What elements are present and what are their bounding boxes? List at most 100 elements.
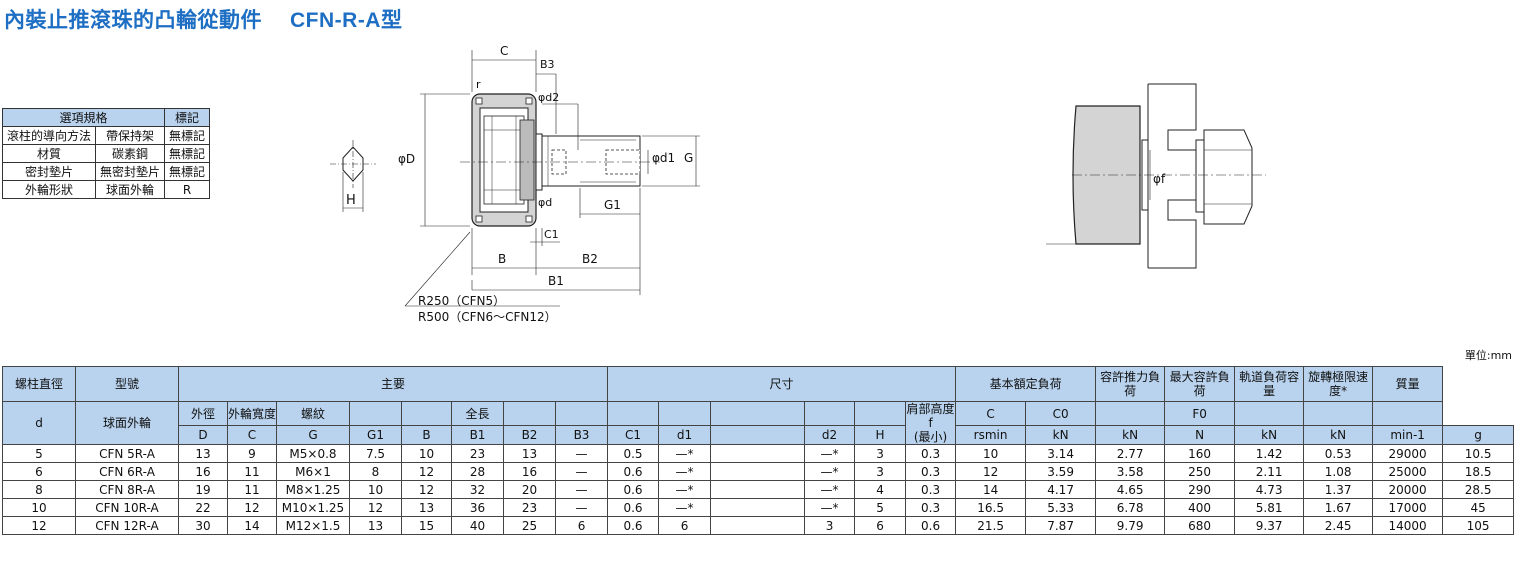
table-cell-blank (710, 480, 806, 499)
th-shaft: 螺柱直徑 (2, 366, 76, 402)
th-F0: F0 (1164, 401, 1236, 426)
th-width: 外輪寬度 (227, 401, 277, 426)
table-cell: M8×1.25 (276, 480, 350, 499)
table-cell: 5 (2, 444, 76, 463)
title-model: CFN-R-A型 (290, 9, 403, 32)
th-sym-kN1: kN (1025, 425, 1097, 445)
table-cell: 16 (503, 462, 556, 481)
table-cell: 3 (854, 444, 907, 463)
label-B1: B1 (548, 274, 564, 288)
technical-drawing: H (330, 44, 1266, 324)
table-cell: 0.6 (607, 516, 660, 535)
th-load: 基本額定負荷 (955, 366, 1097, 402)
table-cell: 25 (503, 516, 556, 535)
table-cell: 11 (227, 480, 277, 499)
th-sym-blank (710, 425, 806, 445)
option-table: 選項規格 標記 滾柱的導向方法帶保持架無標記 材質碳素鋼無標記 密封墊片無密封墊… (1, 108, 211, 199)
th-blank (658, 401, 712, 426)
unit-label: 單位:mm (1464, 349, 1512, 362)
label-C: C (500, 44, 508, 58)
table-cell: 9.79 (1095, 516, 1166, 535)
th-sym-kN2: kN (1095, 425, 1166, 445)
table-cell: 10.5 (1442, 444, 1515, 463)
opt-header-spec: 選項規格 (1, 108, 166, 127)
table-cell: 6.78 (1095, 498, 1166, 517)
table-cell: —* (658, 498, 712, 517)
th-len: 全長 (451, 401, 504, 426)
th-sym-D: D (178, 425, 228, 445)
table-cell: 28 (451, 462, 504, 481)
hex-end-view (330, 140, 376, 212)
th-sym-B: B (401, 425, 452, 445)
opt-cell: 無標記 (164, 144, 211, 163)
table-cell: 10 (955, 444, 1027, 463)
table-cell: 14000 (1372, 516, 1444, 535)
table-cell: 0.3 (905, 444, 957, 463)
table-cell: —* (804, 480, 856, 499)
table-cell: 400 (1164, 498, 1236, 517)
table-cell: M12×1.5 (276, 516, 350, 535)
table-cell: 12 (401, 480, 452, 499)
table-cell: 3.58 (1095, 462, 1166, 481)
table-cell: 1.37 (1303, 480, 1374, 499)
table-cell: 0.3 (905, 480, 957, 499)
table-cell: 3 (804, 516, 856, 535)
table-cell: —* (804, 462, 856, 481)
table-cell: 0.6 (607, 498, 660, 517)
th-C: C (955, 401, 1027, 426)
table-cell: 0.3 (905, 462, 957, 481)
cam-follower-section (460, 93, 660, 227)
opt-cell: R (164, 180, 211, 199)
table-cell: 10 (2, 498, 76, 517)
table-cell: —* (804, 498, 856, 517)
th-thrust: 容許推力負荷 (1095, 366, 1166, 402)
th-sym-min: min-1 (1372, 425, 1444, 445)
dimension-lines (404, 50, 700, 307)
th-max: 最大容許負荷 (1164, 366, 1236, 402)
table-cell: 0.3 (905, 498, 957, 517)
table-cell: 11 (227, 462, 277, 481)
table-cell: 7.5 (349, 444, 402, 463)
label-d1: φd1 (652, 151, 675, 165)
th-speed: 旋轉極限速度* (1303, 366, 1374, 402)
table-cell: 13 (401, 498, 452, 517)
th-blank (710, 401, 806, 426)
table-cell: 5 (854, 498, 907, 517)
th-sym-d2: d2 (804, 425, 856, 445)
table-cell: —* (658, 462, 712, 481)
spec-table: 螺柱直徑 型號 主要 尺寸 基本額定負荷 容許推力負荷 最大容許負荷 軌道負荷容… (2, 366, 1515, 535)
table-cell: CFN 5R-A (75, 444, 179, 463)
table-cell: 3 (854, 462, 907, 481)
table-cell: 12 (349, 498, 402, 517)
table-cell: 2.45 (1303, 516, 1374, 535)
table-cell: 3.59 (1025, 462, 1097, 481)
th-sym-H: H (854, 425, 907, 445)
table-cell: 12 (227, 498, 277, 517)
table-cell-blank (710, 498, 806, 517)
label-r250: R250（CFN5） (418, 294, 505, 308)
table-cell: 1.42 (1234, 444, 1305, 463)
mounting-view (1046, 83, 1266, 269)
table-cell: 18.5 (1442, 462, 1515, 481)
table-cell: 8 (2, 480, 76, 499)
table-cell: 12 (401, 462, 452, 481)
table-cell: 4 (854, 480, 907, 499)
table-cell: 2.11 (1234, 462, 1305, 481)
table-cell: M6×1 (276, 462, 350, 481)
label-B: B (498, 252, 506, 266)
table-cell: M5×0.8 (276, 444, 350, 463)
th-sym-kN4: kN (1303, 425, 1374, 445)
table-cell: 10 (349, 480, 402, 499)
table-cell: 12 (2, 516, 76, 535)
table-cell-blank (710, 444, 806, 463)
label-B2: B2 (582, 252, 598, 266)
label-r500: R500（CFN6～CFN12） (418, 310, 557, 324)
table-cell: 0.5 (607, 444, 660, 463)
th-sym-B2: B2 (503, 425, 556, 445)
th-thread: 螺紋 (276, 401, 350, 426)
th-sym-d1: d1 (658, 425, 712, 445)
table-cell: — (554, 444, 609, 463)
